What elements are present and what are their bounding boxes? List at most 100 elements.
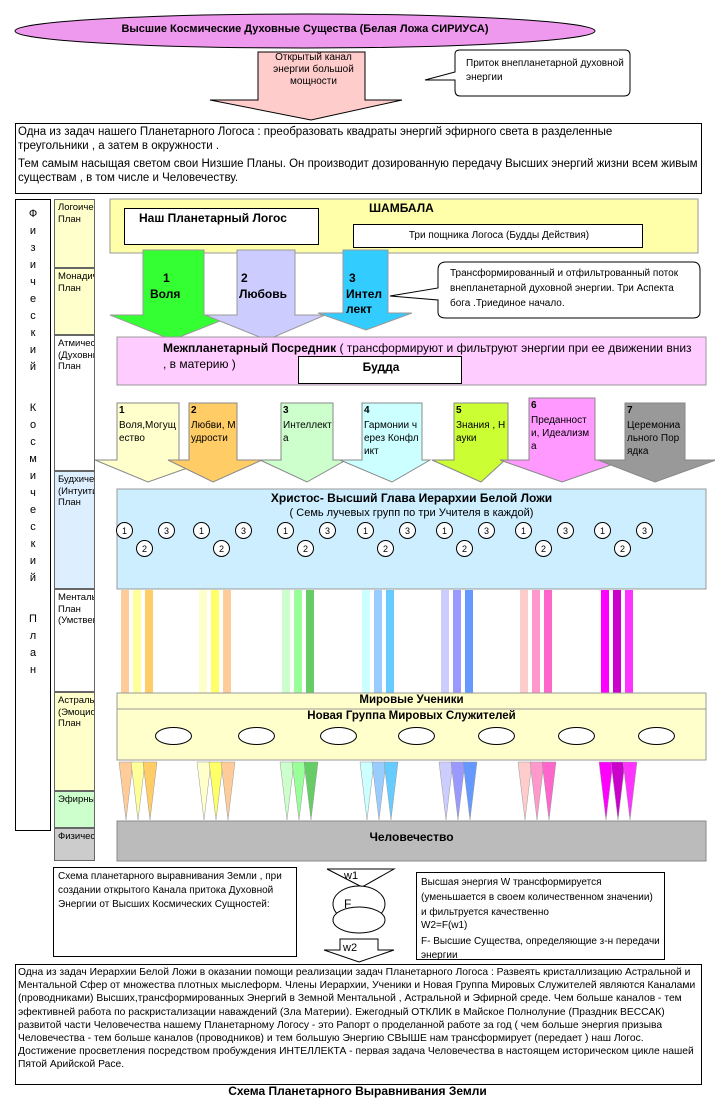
ray-text: Преданности, Идеализма: [531, 415, 590, 452]
mediator-text: Межпланетарный Посредник ( трансформирую…: [163, 340, 693, 372]
vertical-letter: к: [30, 327, 36, 339]
channel-spike: [462, 761, 478, 821]
channel-spike: [598, 761, 614, 821]
teacher-circle: 3: [399, 522, 416, 539]
vertical-letter: с: [30, 521, 36, 533]
teacher-circle: 1: [357, 522, 374, 539]
formula: W2=F(w1): [421, 920, 468, 931]
plane-label: Ментальный План (Умственный): [58, 592, 94, 626]
w2-arrow: [323, 938, 395, 963]
aspect-arrow-2: [204, 249, 326, 341]
f-label: F: [344, 897, 352, 911]
vertical-letter: й: [29, 572, 37, 584]
aspect-3-num: 3: [349, 271, 356, 285]
channel-bar: [306, 590, 314, 693]
plane-item: Эфирный: [54, 791, 95, 828]
task-text-1: Одна из задач нашего Планетарного Логоса…: [18, 126, 613, 152]
ray-num: 3: [283, 405, 289, 416]
ray-arrow: [431, 402, 509, 483]
ray-num: 7: [627, 405, 633, 416]
channel-spike: [196, 761, 212, 821]
plane-label: Логоический План: [58, 202, 94, 225]
ray-text: Воля,Могущество: [119, 420, 176, 444]
vertical-letter: и: [29, 470, 37, 482]
channel-bar: [145, 590, 153, 693]
ray-arrow: [499, 397, 626, 483]
buddha-label: Будда: [362, 360, 400, 374]
channel-spike: [303, 761, 319, 821]
plane-label: Эфирный: [58, 794, 95, 805]
new-group-label: Новая Группа Мировых Служителей: [307, 710, 516, 722]
ray-num: 1: [119, 405, 125, 416]
christ-box: [116, 488, 707, 590]
followers-label: Три пощника Логоса (Будды Действия): [408, 230, 590, 241]
channel-bar: [544, 590, 552, 693]
aspect-arrow-1: [109, 249, 236, 341]
scheme-caption-box: Схема планетарного выравнивания Земли , …: [53, 867, 297, 957]
channel-spike: [450, 761, 466, 821]
w1-label: w1: [344, 870, 359, 882]
vertical-letter: з: [30, 242, 36, 254]
vertical-letter: л: [29, 630, 37, 642]
footer-title: Схема Планетарного Выравнивания Земли: [228, 1084, 487, 1098]
plane-item: Логоический План: [54, 199, 95, 268]
formula-text-2: F- Высшие Существа, определяющие з-н пер…: [421, 936, 660, 961]
teacher-circle: 2: [136, 540, 153, 557]
inflow-callout: Приток внепланетарной духовной энергии: [466, 58, 624, 83]
vertical-letter: и: [29, 555, 37, 567]
vertical-letter: К: [29, 402, 37, 414]
vertical-letter: Ф: [28, 208, 38, 220]
ray-arrow: [259, 402, 348, 483]
teacher-circle: 1: [515, 522, 532, 539]
plane-item: Монадический План: [54, 268, 95, 335]
plane-label: Астральный (Эмоциональный) План: [58, 695, 95, 729]
transformed-callout-shape: [389, 261, 701, 319]
channel-bar: [374, 590, 382, 693]
formula-box: Высшая энергия W трансформируется (умень…: [416, 872, 665, 961]
channel-bar: [532, 590, 540, 693]
channel-bar: [294, 590, 302, 693]
logos-label: Наш Планетарный Логос: [139, 211, 287, 225]
w1-arrow: [326, 868, 396, 888]
formula-text-1: Высшая энергия W трансформируется (умень…: [421, 877, 653, 918]
channel-bar: [133, 590, 141, 693]
server-oval: [320, 727, 357, 745]
teacher-circle: 1: [436, 522, 453, 539]
ray-num: 5: [456, 405, 462, 416]
christ-subtitle: ( Семь лучевых групп по три Учителя в ка…: [289, 507, 534, 519]
server-oval: [238, 727, 275, 745]
channel-spike: [610, 761, 626, 821]
vertical-letter: о: [29, 419, 37, 431]
channel-arrow: [209, 51, 403, 121]
page-title: Высшие Космические Духовные Существа (Бе…: [121, 23, 489, 35]
channel-spike: [541, 761, 557, 821]
ray-text: Церемониального Порядка: [627, 420, 681, 457]
vertical-letter: и: [29, 225, 37, 237]
mediator-bold: Межпланетарный Посредник: [163, 341, 337, 355]
teacher-circle: 3: [557, 522, 574, 539]
followers-box: Три пощника Логоса (Будды Действия): [353, 224, 643, 248]
humanity-box: [116, 820, 707, 862]
plane-label: Монадический План: [58, 271, 94, 294]
task-text-2: Тем самым насыщая светом свои Низшие Пла…: [18, 158, 698, 184]
channel-bar: [613, 590, 621, 693]
inflow-callout-shape: [424, 49, 631, 97]
transformed-callout: Трансформированный и отфильтрованный пот…: [450, 268, 679, 309]
channel-bar: [453, 590, 461, 693]
vertical-letter: ч: [30, 276, 36, 288]
channel-spike: [118, 761, 134, 821]
teacher-circle: 2: [297, 540, 314, 557]
server-oval: [155, 727, 192, 745]
channel-bar: [625, 590, 633, 693]
teacher-circle: 3: [478, 522, 495, 539]
server-oval: [398, 727, 435, 745]
teacher-circle: 3: [636, 522, 653, 539]
teacher-circle: 1: [594, 522, 611, 539]
ray-num: 2: [191, 405, 197, 416]
server-oval: [478, 727, 515, 745]
ray-text: Интеллекта: [283, 420, 332, 444]
scheme-caption: Схема планетарного выравнивания Земли , …: [58, 871, 282, 910]
